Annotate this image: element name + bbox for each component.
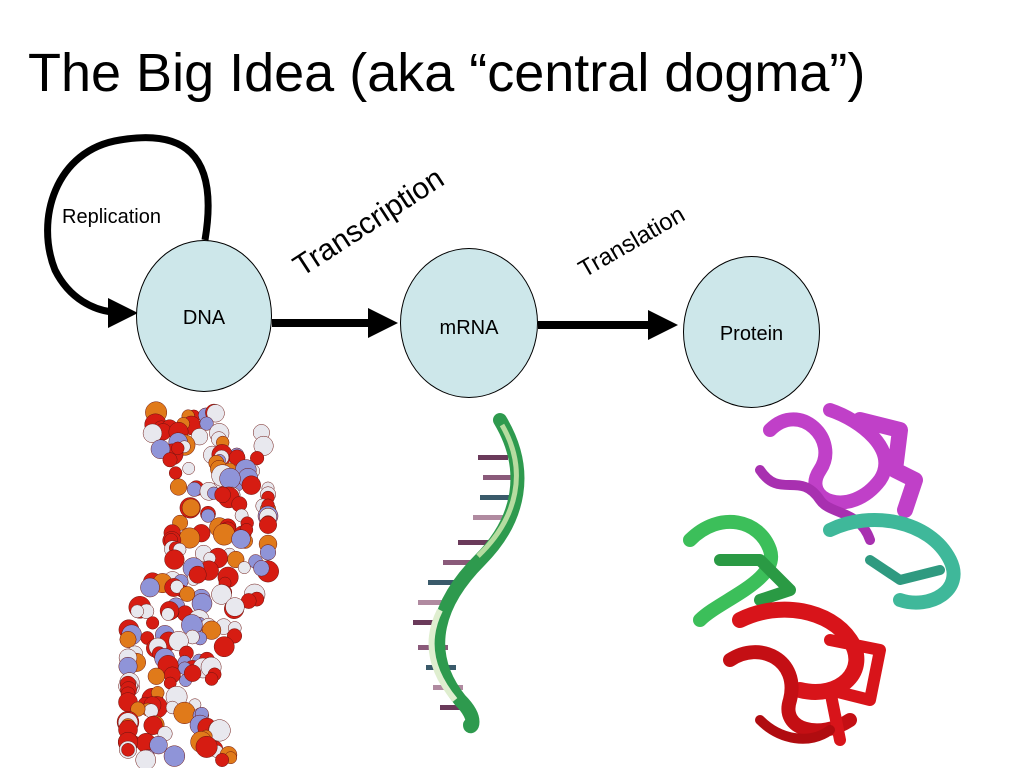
mrna-node: mRNA [400,248,538,398]
mrna-label: mRNA [439,317,499,339]
replication-arrowhead [108,298,138,328]
translation-arrowhead [648,310,678,340]
protein-label: Protein [719,323,784,345]
replication-label: Replication [62,206,161,228]
dna-node: DNA [136,240,272,392]
protein-node: Protein [683,256,820,408]
dna-label: DNA [182,307,226,329]
replication-loop-arrow [44,134,212,316]
transcription-arrowhead [368,308,398,338]
slide-title: The Big Idea (aka “central dogma”) [28,43,866,103]
